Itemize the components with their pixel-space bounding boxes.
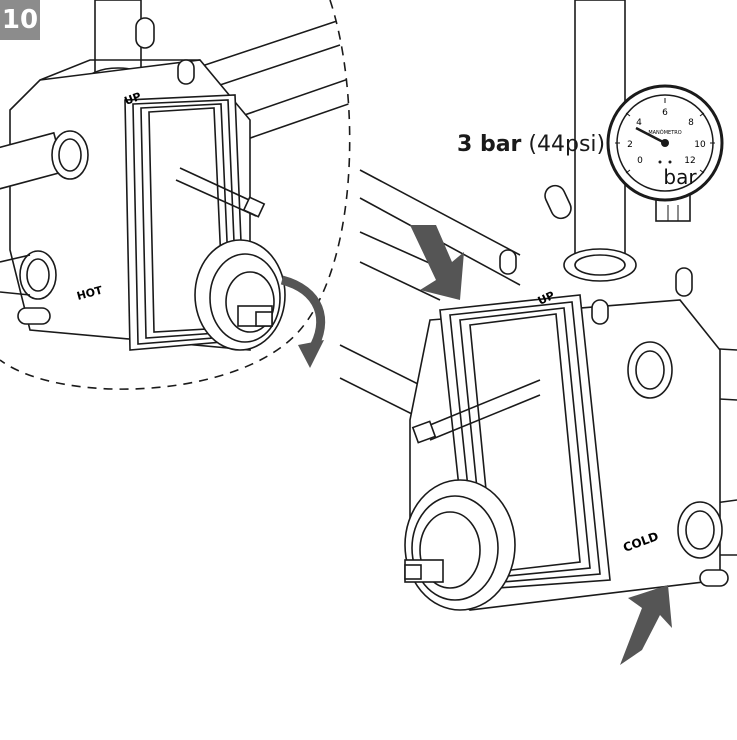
detail-view xyxy=(0,0,350,351)
pressure-alt: (44psi) xyxy=(528,132,606,157)
cold-inlet-arrow xyxy=(620,585,672,665)
pressure-label: 3 bar (44psi) xyxy=(457,132,605,157)
gauge-tick-2: 2 xyxy=(627,140,633,150)
gauge-brand: MANÓMETRO xyxy=(648,129,681,136)
pressure-gauge: 0 2 4 6 8 10 12 MANÓMETRO xyxy=(606,84,724,222)
gauge-tick-10: 10 xyxy=(694,140,706,150)
main-view xyxy=(339,0,737,611)
gauge-tick-0: 0 xyxy=(637,156,643,166)
gauge-needle xyxy=(635,126,666,145)
detail-dashed-frame xyxy=(0,0,351,390)
pressure-value: 3 bar xyxy=(457,132,522,157)
gauge-tick-8: 8 xyxy=(688,118,694,128)
gauge-tick-6: 6 xyxy=(662,108,668,118)
detail-up-label: UP xyxy=(123,90,143,108)
inlet-arrows xyxy=(410,225,672,665)
gauge-unit-label: bar xyxy=(663,165,697,189)
rotation-arrow xyxy=(280,275,326,353)
gauge-tick-12: 12 xyxy=(684,156,695,166)
step-number-badge: 10 xyxy=(0,0,40,40)
hot-inlet-arrow xyxy=(410,225,464,300)
gauge-tick-4: 4 xyxy=(636,118,642,128)
